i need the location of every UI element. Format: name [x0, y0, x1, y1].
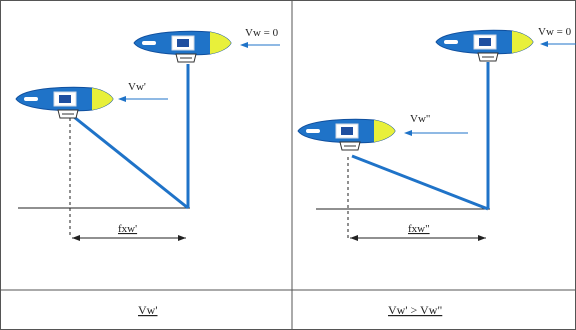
boat-mid — [297, 118, 396, 151]
caption-right: Vw' > Vw" — [388, 303, 442, 317]
boat-top — [133, 30, 232, 63]
wind-arrowhead-mid — [404, 130, 412, 136]
boat-top — [435, 29, 534, 62]
wind-arrowhead-top — [240, 42, 248, 48]
wind-label-top: Vw = 0 — [538, 26, 572, 38]
wind-arrowhead-mid — [118, 96, 126, 102]
left-panel: fxw' Vw = 0 Vw' Vw' — [15, 27, 280, 317]
diagonal-tow-line — [351, 154, 489, 211]
caption-left: Vw' — [138, 303, 158, 317]
boat-mid — [15, 86, 114, 119]
offset-arrowhead-left — [350, 235, 358, 241]
diagonal-tow-line — [73, 115, 189, 210]
offset-label: fxw" — [408, 223, 430, 235]
wind-label-mid: Vw' — [128, 81, 146, 93]
wind-arrowhead-top — [540, 41, 548, 47]
offset-arrowhead-right — [478, 235, 486, 241]
offset-label: fxw' — [118, 223, 137, 235]
wind-label-mid: Vw" — [410, 113, 430, 125]
wind-label-top: Vw = 0 — [245, 27, 279, 39]
offset-arrowhead-left — [72, 235, 80, 241]
offset-arrowhead-right — [178, 235, 186, 241]
right-panel: fxw" Vw = 0 Vw" Vw' > Vw" — [297, 26, 576, 317]
